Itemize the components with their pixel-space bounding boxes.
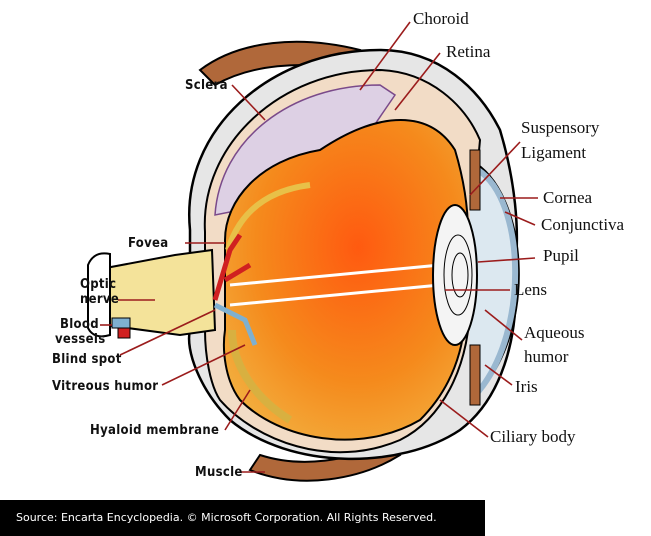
label-lens: Lens [514, 280, 548, 299]
label-pupil: Pupil [543, 246, 579, 265]
label-aqueous-humor-1: Aqueous [524, 323, 585, 342]
label-hyaloid-membrane: Hyaloid membrane [90, 423, 220, 438]
label-suspensory-ligament-1: Suspensory [521, 118, 600, 137]
blood-vessel-red [117, 327, 131, 339]
label-cornea: Cornea [543, 188, 593, 207]
label-sclera: Sclera [185, 78, 228, 93]
label-ciliary-body: Ciliary body [490, 427, 576, 446]
label-choroid: Choroid [413, 9, 469, 28]
iris-shape [469, 149, 481, 211]
label-optic-nerve-1: Optic [80, 277, 117, 292]
label-blood-vessels-2: vessels [55, 332, 106, 347]
blood-vessel-blue [111, 317, 131, 329]
label-blood-vessels-1: Blood [60, 317, 99, 332]
leader-lines [100, 21, 538, 473]
label-fovea: Fovea [128, 236, 169, 251]
label-blind-spot: Blind spot [52, 352, 122, 367]
label-aqueous-humor-2: humor [524, 347, 569, 366]
label-vitreous-humor: Vitreous humor [52, 379, 159, 394]
label-suspensory-ligament-2: Ligament [521, 143, 587, 162]
lens-shape [432, 204, 478, 346]
label-optic-nerve-2: nerve [80, 292, 120, 307]
source-caption-bar: Source: Encarta Encyclopedia. © Microsof… [0, 500, 485, 536]
label-conjunctiva: Conjunctiva [541, 215, 625, 234]
label-retina: Retina [446, 42, 491, 61]
label-muscle: Muscle [195, 465, 243, 480]
source-caption: Source: Encarta Encyclopedia. © Microsof… [16, 511, 437, 524]
label-iris: Iris [515, 377, 538, 396]
